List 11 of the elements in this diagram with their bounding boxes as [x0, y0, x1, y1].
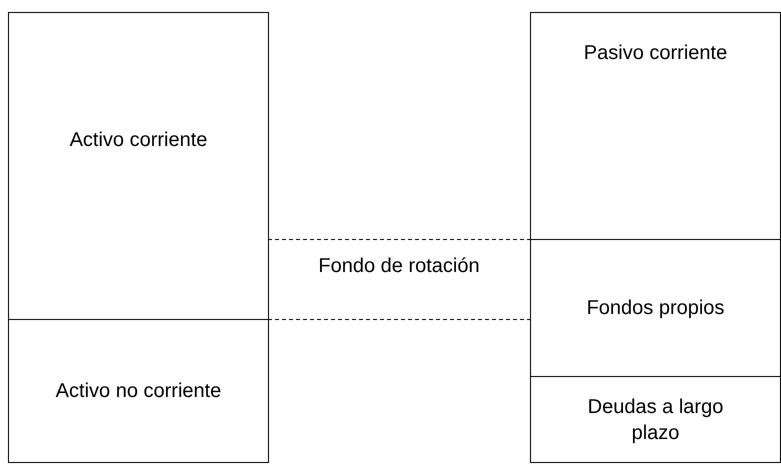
- balance-block: [8, 12, 269, 320]
- block-label: Activo corriente: [70, 128, 208, 153]
- block-label: Activo no corriente: [56, 379, 222, 404]
- range-label: Fondo de rotación: [317, 254, 481, 279]
- block-label: Deudas a largo plazo: [586, 394, 724, 446]
- balance-block: [530, 12, 781, 240]
- block-label: Pasivo corriente: [584, 41, 728, 66]
- balance-block: [8, 319, 269, 463]
- block-label: Fondos propios: [586, 296, 724, 321]
- balance-block: [530, 376, 781, 463]
- balance-block: [530, 239, 781, 377]
